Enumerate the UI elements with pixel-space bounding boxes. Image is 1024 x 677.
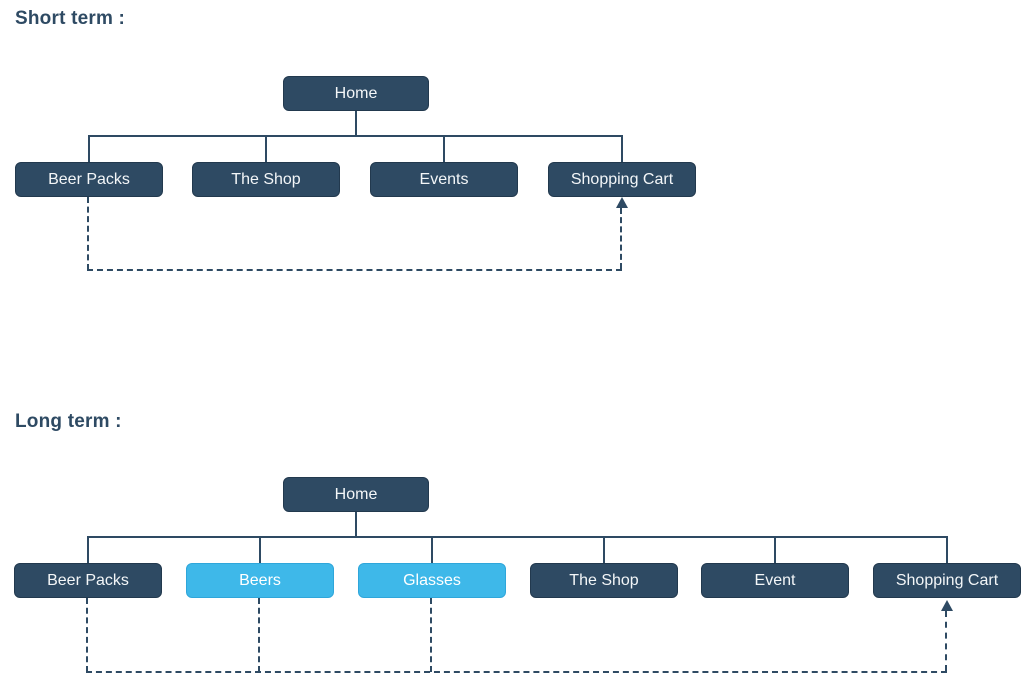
connector-line bbox=[88, 135, 90, 162]
dashed-connector bbox=[86, 598, 88, 672]
node-event: Event bbox=[701, 563, 849, 598]
connector-line bbox=[355, 110, 357, 136]
connector-line bbox=[87, 536, 89, 563]
node-beer-packs: Beer Packs bbox=[15, 162, 163, 197]
node-the-shop: The Shop bbox=[530, 563, 678, 598]
dashed-connector bbox=[87, 197, 89, 270]
connector-line bbox=[603, 536, 605, 563]
dashed-connector bbox=[430, 598, 432, 672]
arrow-up-icon bbox=[616, 197, 628, 208]
node-events: Events bbox=[370, 162, 518, 197]
dashed-connector bbox=[86, 671, 947, 673]
node-beer-packs: Beer Packs bbox=[14, 563, 162, 598]
connector-line bbox=[774, 536, 776, 563]
node-home: Home bbox=[283, 76, 429, 111]
connector-line bbox=[946, 536, 948, 563]
connector-line bbox=[88, 135, 623, 137]
node-shopping-cart: Shopping Cart bbox=[548, 162, 696, 197]
connector-line bbox=[265, 135, 267, 162]
connector-line bbox=[355, 511, 357, 537]
connector-line bbox=[443, 135, 445, 162]
node-shopping-cart: Shopping Cart bbox=[873, 563, 1021, 598]
node-home: Home bbox=[283, 477, 429, 512]
node-the-shop: The Shop bbox=[192, 162, 340, 197]
long-term-title: Long term : bbox=[15, 411, 122, 432]
arrow-up-icon bbox=[941, 600, 953, 611]
connector-line bbox=[259, 536, 261, 563]
node-beers: Beers bbox=[186, 563, 334, 598]
dashed-connector bbox=[945, 611, 947, 671]
connector-line bbox=[431, 536, 433, 563]
connector-line bbox=[87, 536, 948, 538]
short-term-title: Short term : bbox=[15, 8, 126, 29]
dashed-connector bbox=[620, 208, 622, 269]
dashed-connector bbox=[87, 269, 622, 271]
connector-line bbox=[621, 135, 623, 162]
node-glasses: Glasses bbox=[358, 563, 506, 598]
dashed-connector bbox=[258, 598, 260, 672]
